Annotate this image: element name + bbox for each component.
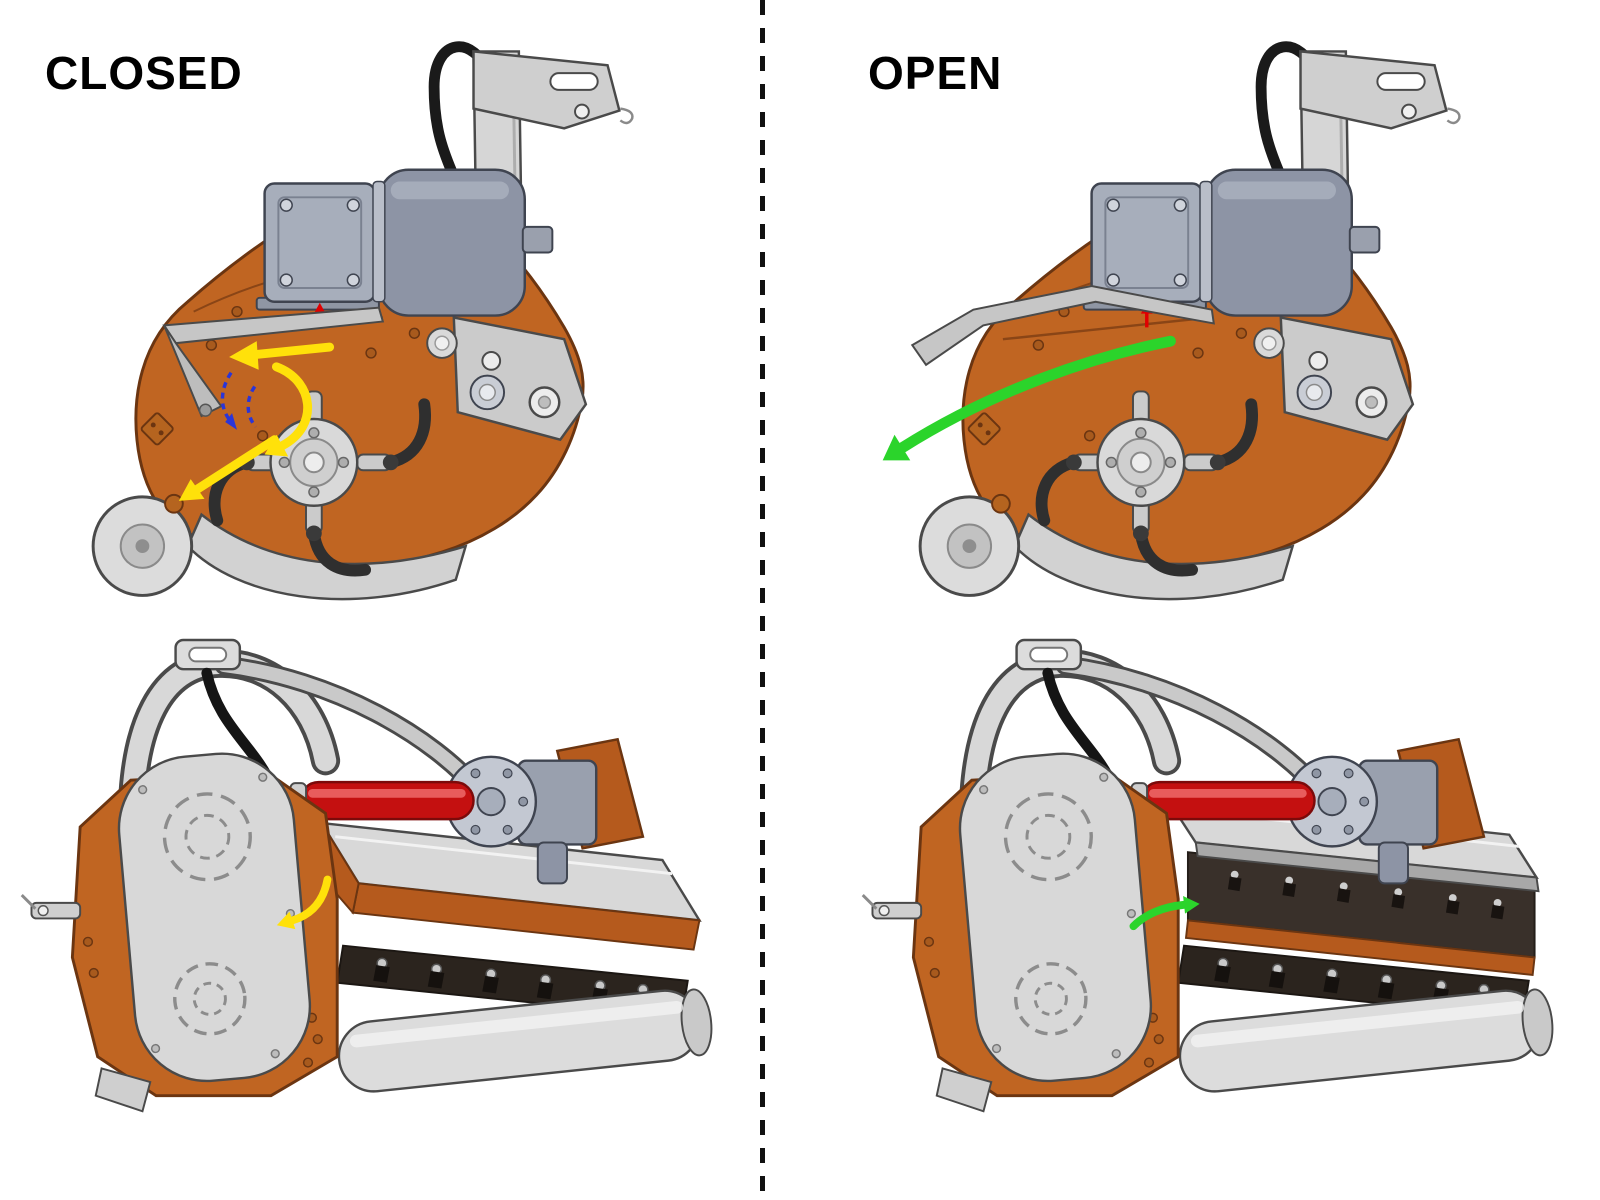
panel-open: OPEN	[767, 0, 1600, 1200]
panel-closed: CLOSED	[0, 0, 762, 1200]
iso-view-closed	[20, 636, 717, 1113]
open-label: OPEN	[868, 47, 1003, 99]
panel-divider	[760, 0, 765, 1200]
exposed-flails	[1227, 870, 1505, 920]
side-view-closed	[28, 14, 718, 625]
open-motion-arrow	[882, 335, 1176, 461]
closed-motion-arrows	[178, 341, 335, 501]
open-iso-arrow	[1129, 896, 1200, 931]
closed-iso-arrow	[276, 875, 332, 930]
closed-label: CLOSED	[45, 47, 243, 99]
iso-view-open	[861, 636, 1558, 1113]
hood-open-side	[910, 284, 1215, 367]
hood-closed-side	[162, 306, 385, 418]
blue-latch-hints	[220, 371, 258, 430]
side-view-base-use	[920, 47, 1459, 599]
side-view-open	[882, 14, 1545, 625]
